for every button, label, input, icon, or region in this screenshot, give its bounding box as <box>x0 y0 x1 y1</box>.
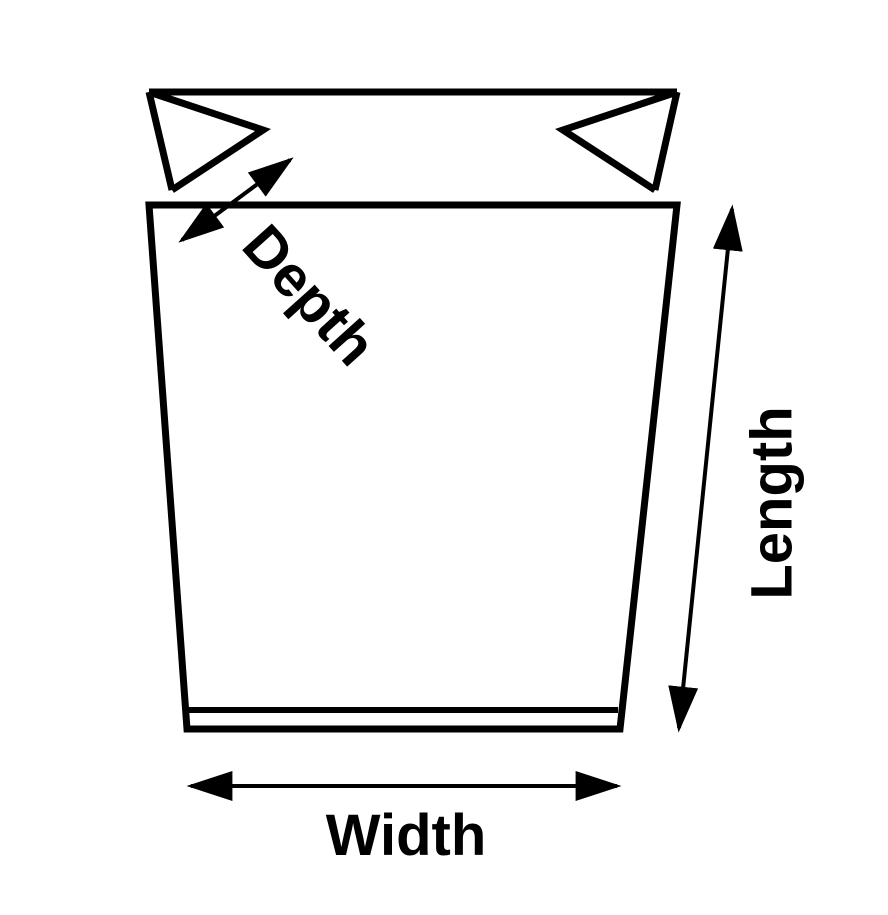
bag-body <box>145 201 681 733</box>
bag-body-outline <box>145 201 681 733</box>
bag-top-fold <box>145 88 681 193</box>
width-dimension: Width <box>186 771 622 868</box>
right-gusset-fold <box>555 88 679 193</box>
length-dimension: Length <box>668 204 804 733</box>
width-label: Width <box>326 803 487 868</box>
depth-arrow <box>178 157 294 243</box>
left-gusset-side <box>145 91 176 191</box>
length-arrow <box>668 204 743 733</box>
depth-label: Depth <box>230 212 388 378</box>
length-label: Length <box>739 406 804 599</box>
depth-dimension: Depth <box>178 157 388 378</box>
right-gusset-side <box>651 91 681 191</box>
